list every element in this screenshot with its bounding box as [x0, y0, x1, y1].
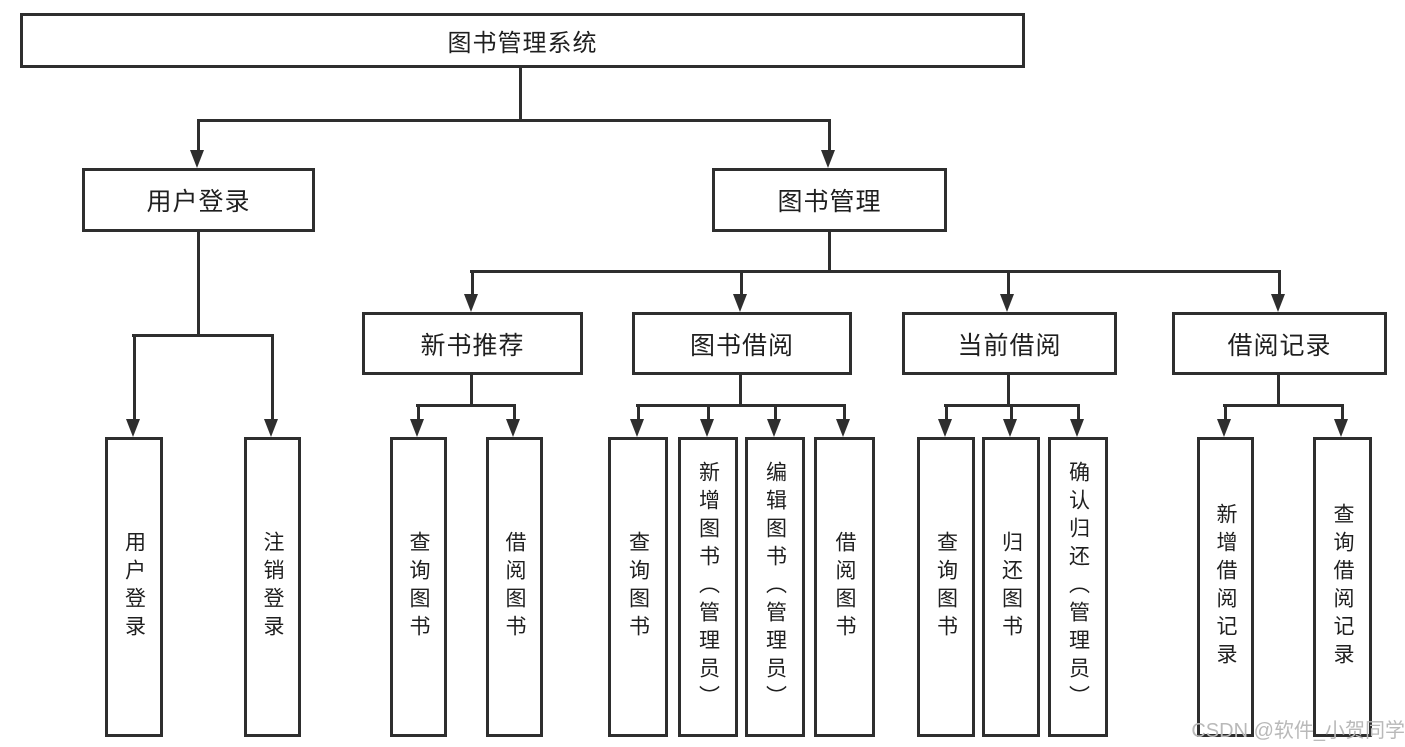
node-leaf-logout: 注销登录 [244, 437, 301, 737]
connector-arrowhead-icon [464, 294, 478, 312]
connector-arrow-stem [1224, 404, 1227, 423]
node-leaf-user-login-label: 用户登录 [122, 531, 146, 643]
node-borrow-records: 借阅记录 [1172, 312, 1387, 375]
connector-arrowhead-icon [506, 419, 520, 437]
connector-arrow-stem [1341, 404, 1344, 423]
connector-arrowhead-icon [1000, 294, 1014, 312]
connector-arrowhead-icon [1334, 419, 1348, 437]
connector-line [197, 119, 831, 122]
node-leaf-query-books-1-label: 查询图书 [407, 531, 430, 643]
connector-arrow-stem [1010, 404, 1013, 423]
connector-arrow-stem [945, 404, 948, 423]
node-leaf-query-books-1: 查询图书 [390, 437, 447, 737]
node-current-borrow: 当前借阅 [902, 312, 1117, 375]
connector-line [470, 375, 473, 407]
node-leaf-query-borrow-record-label: 查询借阅记录 [1331, 503, 1354, 671]
connector-arrow-stem [133, 334, 136, 423]
connector-arrowhead-icon [630, 419, 644, 437]
node-leaf-query-books-2-label: 查询图书 [626, 531, 650, 643]
node-book-borrow: 图书借阅 [632, 312, 852, 375]
connector-arrow-stem [1007, 270, 1010, 298]
connector-arrowhead-icon [264, 419, 278, 437]
node-user-login: 用户登录 [82, 168, 315, 232]
connector-arrow-stem [417, 404, 420, 423]
connector-line [1277, 375, 1280, 407]
node-leaf-query-books-3: 查询图书 [917, 437, 975, 737]
connector-arrow-stem [740, 270, 743, 298]
connector-line [1223, 404, 1344, 407]
node-leaf-return-book-label: 归还图书 [999, 531, 1023, 643]
connector-arrowhead-icon [126, 419, 140, 437]
node-library-system: 图书管理系统 [20, 13, 1025, 68]
node-leaf-logout-label: 注销登录 [261, 531, 284, 643]
node-leaf-borrow-books-1-label: 借阅图书 [503, 531, 526, 643]
connector-arrow-stem [843, 404, 846, 423]
connector-arrowhead-icon [1271, 294, 1285, 312]
connector-line [636, 404, 846, 407]
connector-arrow-stem [271, 334, 274, 423]
node-new-book-recommend: 新书推荐 [362, 312, 583, 375]
connector-line [197, 232, 200, 337]
node-leaf-query-books-2: 查询图书 [608, 437, 668, 737]
connector-arrow-stem [513, 404, 516, 423]
connector-line [470, 270, 1281, 273]
connector-line [1007, 375, 1010, 407]
node-leaf-confirm-return-admin-label: 确认归还（管理员） [1066, 461, 1090, 713]
connector-arrowhead-icon [1217, 419, 1231, 437]
connector-arrow-stem [828, 119, 831, 154]
node-leaf-borrow-books-2-label: 借阅图书 [833, 531, 856, 643]
node-leaf-borrow-books-1: 借阅图书 [486, 437, 543, 737]
connector-arrow-stem [1077, 404, 1080, 423]
connector-arrowhead-icon [410, 419, 424, 437]
node-leaf-add-book-admin-label: 新增图书（管理员） [696, 461, 720, 713]
connector-line [828, 232, 831, 273]
node-leaf-return-book: 归还图书 [982, 437, 1040, 737]
connector-arrow-stem [197, 119, 200, 154]
node-leaf-user-login: 用户登录 [105, 437, 163, 737]
connector-arrow-stem [1278, 270, 1281, 298]
node-leaf-edit-book-admin-label: 编辑图书（管理员） [763, 461, 787, 713]
connector-arrowhead-icon [190, 150, 204, 168]
node-leaf-edit-book-admin: 编辑图书（管理员） [745, 437, 805, 737]
connector-arrow-stem [707, 404, 710, 423]
connector-arrowhead-icon [836, 419, 850, 437]
connector-arrow-stem [637, 404, 640, 423]
connector-arrowhead-icon [821, 150, 835, 168]
connector-arrowhead-icon [767, 419, 781, 437]
node-leaf-confirm-return-admin: 确认归还（管理员） [1048, 437, 1108, 737]
node-leaf-add-borrow-record-label: 新增借阅记录 [1214, 503, 1237, 671]
connector-arrowhead-icon [938, 419, 952, 437]
connector-line [132, 334, 274, 337]
connector-arrow-stem [774, 404, 777, 423]
connector-arrow-stem [471, 270, 474, 298]
node-leaf-query-books-3-label: 查询图书 [934, 531, 958, 643]
connector-line [519, 68, 522, 121]
node-leaf-add-book-admin: 新增图书（管理员） [678, 437, 738, 737]
node-leaf-add-borrow-record: 新增借阅记录 [1197, 437, 1254, 737]
connector-arrowhead-icon [1070, 419, 1084, 437]
csdn-watermark: CSDN @软件_小贺同学 [1191, 720, 1405, 742]
connector-line [416, 404, 516, 407]
connector-arrowhead-icon [733, 294, 747, 312]
node-leaf-borrow-books-2: 借阅图书 [814, 437, 875, 737]
connector-arrowhead-icon [700, 419, 714, 437]
node-book-management: 图书管理 [712, 168, 947, 232]
connector-line [739, 375, 742, 407]
connector-arrowhead-icon [1003, 419, 1017, 437]
node-leaf-query-borrow-record: 查询借阅记录 [1313, 437, 1372, 737]
